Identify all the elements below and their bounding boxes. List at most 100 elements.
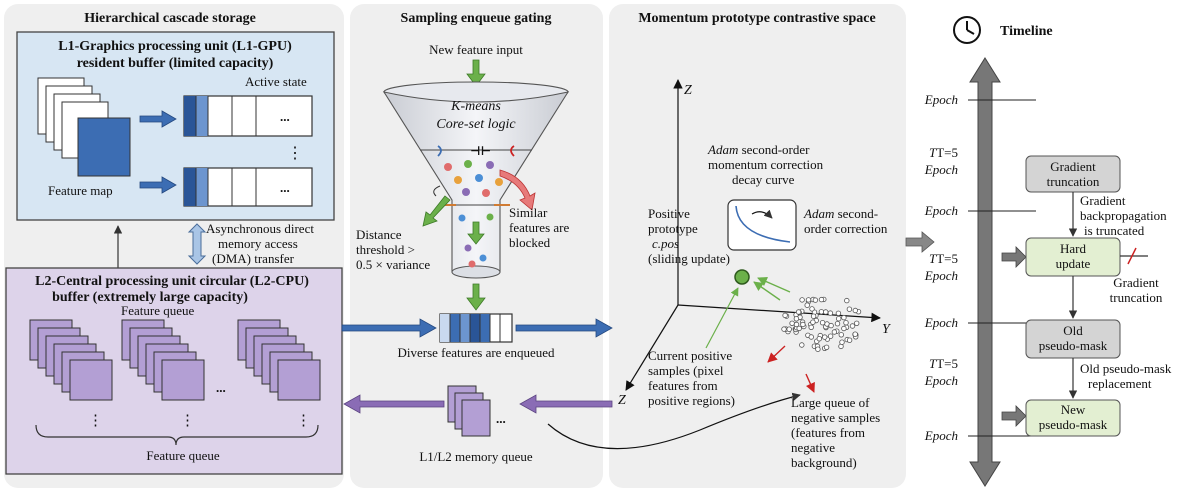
negative-sample-point — [852, 331, 858, 337]
old-mask-1: Old — [1063, 323, 1083, 338]
negative-sample-point — [831, 329, 838, 335]
negative-sample-point — [786, 326, 792, 332]
gradient-trunc-side-1: Gradient — [1113, 275, 1159, 290]
negative-sample-point — [799, 297, 805, 303]
axis-z-top: Z — [684, 83, 692, 98]
negative-sample-point — [841, 325, 847, 332]
new-mask-2: pseudo-mask — [1039, 417, 1108, 432]
coreset-label: Core-set logic — [436, 117, 516, 132]
gating-title: Sampling enqueue gating — [401, 11, 552, 26]
neg-line4: negative — [791, 440, 835, 455]
l2-vdots-3: ⋮ — [296, 413, 311, 429]
negative-sample-point — [793, 321, 800, 328]
negative-sample-point — [799, 342, 805, 348]
l2-stack-3 — [237, 319, 321, 401]
negative-sample-point — [849, 323, 856, 329]
pos-line1: Positive — [648, 206, 690, 221]
l1-vdots: ⋮ — [287, 145, 303, 162]
negative-sample-point — [841, 314, 847, 321]
blocked-arrow — [499, 169, 536, 211]
dma-double-arrow — [187, 223, 207, 265]
l2-feature-queue-top: Feature queue — [121, 303, 195, 318]
gradient-trunc-box-1: Gradient — [1050, 159, 1096, 174]
negative-sample-point — [808, 324, 814, 330]
backprop-line2: backpropagation — [1080, 208, 1167, 223]
negative-sample-point — [822, 334, 828, 340]
negative-sample-point — [815, 346, 821, 352]
backprop-line1: Gradient — [1080, 193, 1126, 208]
feature-queue-bracket — [35, 424, 319, 446]
negative-sample-point — [844, 297, 850, 304]
negative-sample-point — [839, 339, 845, 345]
axis-z-front: Z — [618, 393, 626, 408]
negative-sample-point — [795, 309, 802, 315]
similar-line2: features are — [509, 220, 569, 235]
distance-arrow — [422, 195, 451, 227]
negative-sample-point — [823, 344, 830, 350]
backprop-line3: is truncated — [1084, 223, 1145, 238]
negative-sample-point — [812, 297, 819, 303]
l2-ellipsis: ... — [216, 380, 226, 395]
adam-corr-line1: Adam second- — [803, 206, 878, 221]
distance-line3: 0.5 × variance — [356, 257, 430, 272]
dma-line2: memory access — [218, 236, 298, 251]
l1-buffer-row-1 — [183, 95, 313, 137]
contrastive-title: Momentum prototype contrastive space — [638, 11, 875, 26]
l1-buffer-row-2 — [183, 167, 313, 207]
l2-stack-2 — [121, 319, 205, 401]
negative-sample-cloud — [781, 296, 862, 352]
replacement-2: replacement — [1088, 376, 1152, 391]
l2-stack-1 — [29, 319, 113, 401]
adam-curve-line3: decay curve — [732, 172, 795, 187]
negative-sample-point — [781, 326, 787, 332]
hard-update-2: update — [1056, 256, 1091, 271]
neg-line5: background) — [791, 455, 857, 470]
axis-y: Y — [882, 322, 892, 337]
negative-sample-point — [789, 320, 795, 326]
timeline-title: Timeline — [1000, 24, 1053, 39]
negative-sample-point — [827, 333, 834, 339]
neg-line2: negative samples — [791, 410, 880, 425]
memory-queue-label: L1/L2 memory queue — [419, 449, 533, 464]
neg-arrow-1 — [767, 345, 786, 363]
negative-sample-point — [819, 320, 826, 326]
neg-line1: Large queue of — [791, 395, 870, 410]
negative-sample-point — [843, 320, 849, 326]
memory-queue-ellipsis: ... — [496, 411, 506, 426]
negative-sample-point — [800, 321, 806, 328]
enqueued-queue — [439, 313, 513, 343]
hard-update-1: Hard — [1060, 241, 1086, 256]
negative-sample-point — [827, 310, 834, 316]
distance-line1: Distance — [356, 227, 402, 242]
l1-title-line2: resident buffer (limited capacity) — [77, 56, 274, 71]
l2-vdots-1: ⋮ — [88, 413, 103, 429]
positive-prototype-dot — [734, 269, 750, 285]
t5-1: TT=5 — [929, 145, 958, 160]
negative-sample-point — [809, 306, 815, 312]
l2-title-line2: buffer (extremely large capacity) — [52, 290, 248, 305]
l1-arrow-lower — [139, 176, 177, 194]
negative-sample-point — [782, 312, 788, 319]
l2-title-line1: L2-Central processing unit circular (L2-… — [35, 274, 309, 289]
feature-balls — [444, 160, 503, 268]
negative-sample-point — [846, 337, 853, 343]
t5-3: TT=5 — [929, 356, 958, 371]
negative-sample-point — [828, 322, 834, 329]
current-line1: Current positive — [648, 348, 732, 363]
pos-line3: c.pos — [652, 236, 679, 251]
negative-sample-point — [793, 316, 800, 322]
l1-title-line1: L1-Graphics processing unit (L1-GPU) — [58, 39, 292, 54]
current-line2: samples (pixel — [648, 363, 724, 378]
to-timeline-arrow — [905, 231, 935, 253]
epoch-4: Epoch — [924, 428, 958, 443]
funnel-inner-arrow — [467, 221, 485, 245]
current-line4: positive regions) — [648, 393, 735, 408]
adam-corr-line2: order correction — [804, 221, 888, 236]
neg-arrow-2 — [805, 373, 815, 393]
negative-sample-point — [823, 309, 829, 315]
t5-2: TT=5 — [929, 251, 958, 266]
dma-line1: Asynchronous direct — [206, 221, 314, 236]
adam-curve-line2: momentum correction — [708, 157, 824, 172]
